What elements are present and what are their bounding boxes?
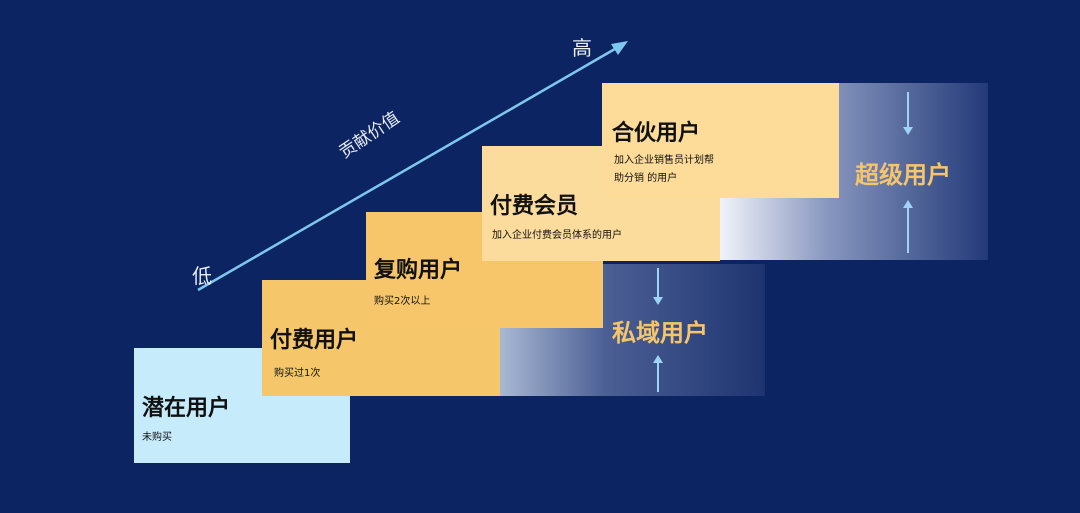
step-title: 潜在用户	[142, 396, 231, 421]
axis-high-label: 高	[572, 36, 592, 60]
step-partner-user: 合伙用户 加入企业销售员计划帮 助分销 的用户	[602, 83, 839, 198]
private-domain-label: 私域用户	[612, 319, 708, 347]
value-arrow-line	[197, 44, 621, 292]
super-down-arrow-line	[907, 92, 909, 128]
super-up-arrow-icon	[903, 200, 913, 208]
axis-low-label: 低	[192, 264, 212, 288]
step-desc-line1: 加入企业销售员计划帮	[614, 155, 714, 166]
step-title: 复购用户	[374, 258, 463, 283]
step-desc: 未购买	[142, 432, 172, 443]
super-user-label: 超级用户	[855, 161, 951, 189]
step-title: 付费会员	[490, 194, 579, 219]
private-down-arrow-line	[657, 268, 659, 298]
step-title: 合伙用户	[612, 121, 701, 146]
private-up-arrow-line	[657, 362, 659, 392]
super-up-arrow-line	[907, 207, 909, 253]
step-title: 付费用户	[270, 328, 359, 353]
private-down-arrow-icon	[653, 297, 663, 305]
step-desc-line2: 助分销 的用户	[614, 173, 678, 184]
private-up-arrow-icon	[653, 355, 663, 363]
step-potential-user: 潜在用户 未购买	[134, 348, 350, 463]
step-desc: 购买过1次	[274, 368, 321, 379]
value-arrow-head-icon	[611, 41, 628, 55]
step-desc: 购买2次以上	[374, 296, 431, 307]
step-desc: 加入企业付费会员体系的用户	[492, 230, 622, 241]
super-down-arrow-icon	[903, 127, 913, 135]
